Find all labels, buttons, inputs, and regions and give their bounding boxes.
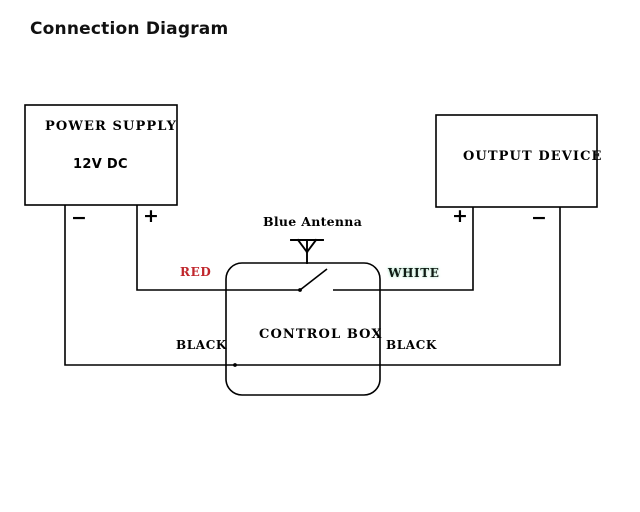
switch-contact-icon <box>299 268 328 291</box>
wire-red <box>136 205 300 291</box>
wire-label-black-left: BLACK <box>176 338 227 352</box>
wire-label-white: WHITE <box>388 266 440 280</box>
output-device-label: OUTPUT DEVICE <box>463 149 603 164</box>
power-supply-positive-terminal: + <box>143 205 159 227</box>
wire-label-red: RED <box>180 265 212 279</box>
control-box-outline <box>225 262 381 396</box>
output-device-box <box>435 114 598 208</box>
wire-white <box>333 207 474 291</box>
antenna-label: Blue Antenna <box>263 214 363 229</box>
output-device-negative-terminal: − <box>531 207 547 229</box>
antenna-icon <box>290 238 324 264</box>
power-supply-label: POWER SUPPLY <box>45 119 178 134</box>
ground-junction-dot <box>233 363 237 367</box>
output-device-positive-terminal: + <box>452 205 468 227</box>
power-supply-negative-terminal: − <box>71 207 87 229</box>
power-supply-box <box>24 104 178 206</box>
wire-label-black-right: BLACK <box>386 338 437 352</box>
control-box-label: CONTROL BOX <box>259 327 383 342</box>
wire-black-ground <box>64 205 561 366</box>
page-title: Connection Diagram <box>30 19 229 39</box>
power-supply-spec-label: 12V DC <box>73 157 128 172</box>
